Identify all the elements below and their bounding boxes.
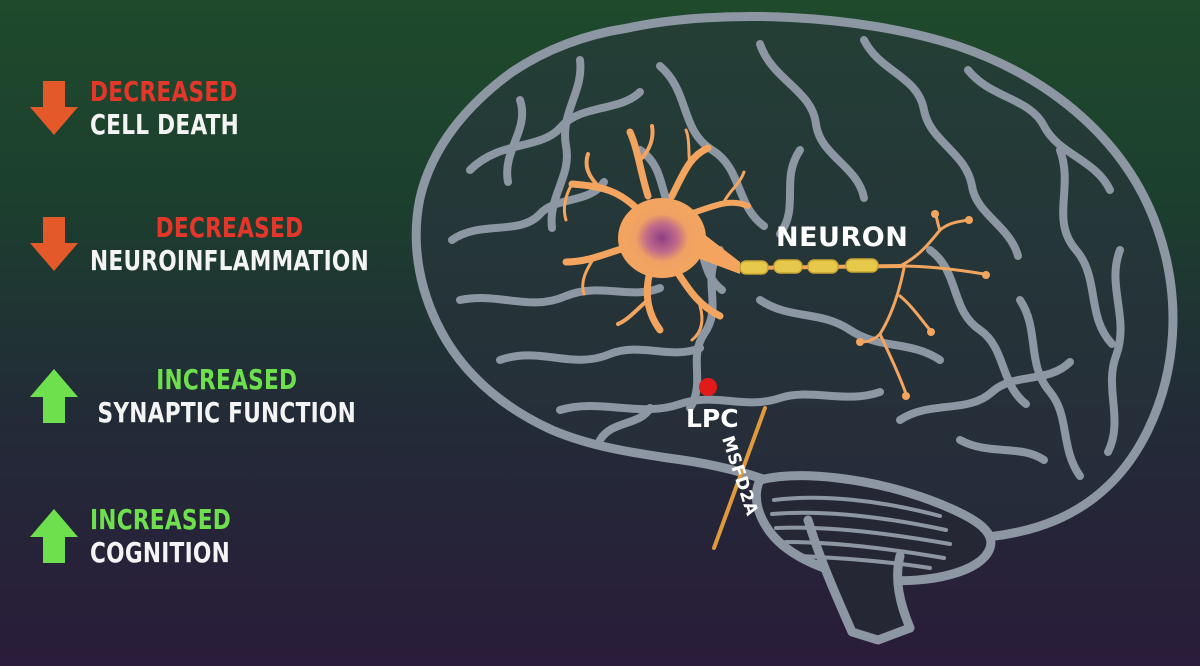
effect-text: NEUROINFLAMMATION — [90, 244, 369, 277]
effect-neuroinflammation: DECREASED NEUROINFLAMMATION — [28, 204, 408, 284]
arrow-up-icon — [28, 367, 80, 425]
effect-qualifier: INCREASED — [90, 503, 231, 536]
effect-label: INCREASED SYNAPTIC FUNCTION — [90, 363, 363, 429]
neuron-soma — [618, 198, 706, 278]
lpc-label: LPC — [686, 404, 739, 433]
arrow-down-icon — [28, 215, 80, 273]
effect-label: DECREASED NEUROINFLAMMATION — [90, 211, 369, 277]
effect-text: SYNAPTIC FUNCTION — [97, 396, 356, 429]
effect-text: CELL DEATH — [90, 108, 239, 141]
effect-qualifier: INCREASED — [156, 363, 297, 396]
effect-label: DECREASED CELL DEATH — [90, 75, 363, 141]
arrow-up-icon — [28, 507, 80, 565]
arrow-down-icon — [28, 79, 80, 137]
effect-qualifier: DECREASED — [90, 75, 238, 108]
brain-outline — [416, 16, 1173, 640]
effect-text: COGNITION — [90, 536, 230, 569]
cerebrum-outline — [416, 16, 1173, 538]
effect-synaptic-function: INCREASED SYNAPTIC FUNCTION — [28, 356, 408, 436]
effect-qualifier: DECREASED — [156, 211, 304, 244]
effect-cognition: INCREASED COGNITION — [28, 496, 408, 576]
neuron-label: NEURON — [776, 222, 908, 253]
effect-label: INCREASED COGNITION — [90, 503, 363, 569]
lpc-dot — [699, 378, 717, 396]
effect-cell-death: DECREASED CELL DEATH — [28, 68, 408, 148]
